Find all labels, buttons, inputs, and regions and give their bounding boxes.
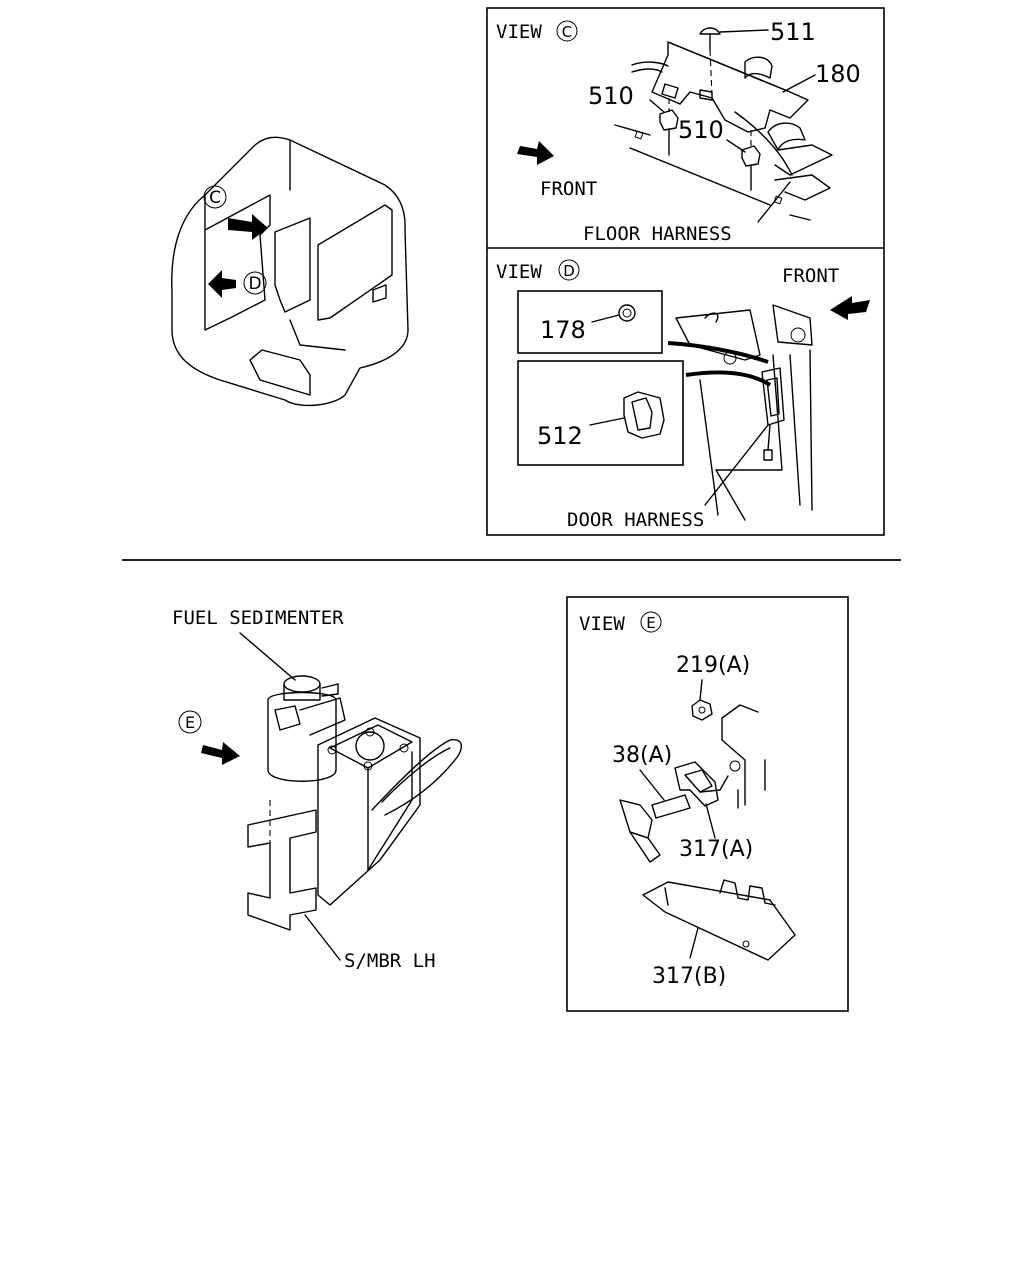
view-e-marker-circle [640,611,662,633]
floor-harness-label: FLOOR HARNESS [583,223,732,245]
view-d-marker: D [563,262,575,280]
inset-178-box [517,290,663,354]
marker-c-label: C [209,188,221,208]
view-e-frame [566,596,849,1012]
smbr-label: S/MBR LH [344,950,436,972]
fuel-sedimenter-view: FUEL SEDIMENTER S/MBR LH E [172,607,462,972]
view-e-marker: E [646,614,655,632]
part-317a: 317(A) [679,837,753,862]
view-d-front: FRONT [782,265,839,287]
view-c-marker-circle [556,20,578,42]
part-180: 180 [815,60,861,88]
view-c-d-frame [486,7,885,536]
view-e: VIEW E 219(A) 38(A) 317(A) 317(B) [579,611,796,989]
view-c-marker: C [562,23,572,41]
view-d: VIEW D FRONT 178 512 [496,259,870,531]
view-c-title: VIEW [496,21,542,43]
marker-d-label: D [248,274,261,294]
part-510-b: 510 [678,116,724,144]
part-317b: 317(B) [652,964,726,989]
part-219a: 219(A) [676,653,750,678]
view-d-title: VIEW [496,261,542,283]
part-510-a: 510 [588,82,634,110]
marker-e-label: E [185,713,195,732]
inset-512-box [517,360,684,466]
marker-c-circle [203,185,227,209]
part-511: 511 [770,18,816,46]
door-harness-label: DOOR HARNESS [567,509,704,531]
view-c-front: FRONT [540,178,597,200]
part-38a: 38(A) [612,743,672,768]
cab-overview: C D [171,136,409,407]
part-178: 178 [540,316,586,344]
fuel-sedimenter-label: FUEL SEDIMENTER [172,607,344,629]
view-d-marker-circle [558,259,580,281]
marker-d-circle [243,271,267,295]
marker-e-circle [178,710,202,734]
view-e-title: VIEW [579,613,625,635]
view-c: VIEW C 511 180 510 [496,18,861,245]
part-512: 512 [537,422,583,450]
